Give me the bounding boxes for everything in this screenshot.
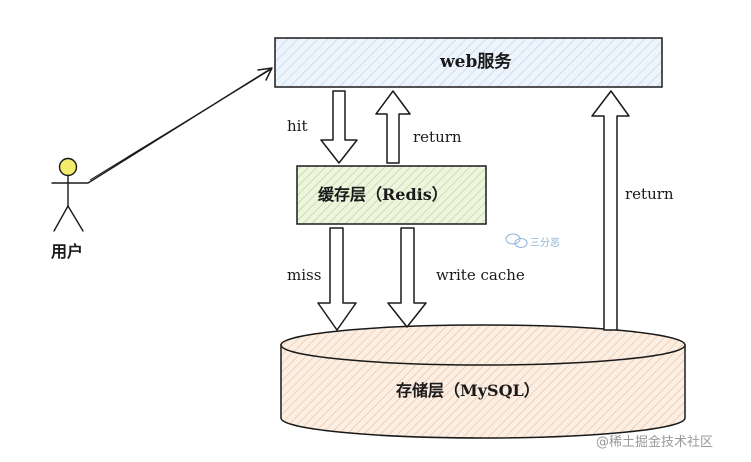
write-cache-arrow	[387, 227, 427, 328]
storage-layer-label: 存储层（MySQL）	[396, 381, 540, 400]
web-service-box	[274, 37, 663, 88]
user-label: 用户	[51, 242, 84, 261]
storage-cylinder	[280, 324, 686, 439]
user-request-arrow	[87, 67, 273, 184]
cache-layer-label: 缓存层（Redis）	[318, 185, 448, 204]
return-from-storage-label: return	[625, 185, 674, 203]
inline-watermark: 三分恶	[530, 238, 560, 249]
corner-watermark: @稀土掘金技术社区	[596, 435, 714, 450]
web-service-label: web服务	[440, 52, 512, 72]
user-figure-icon	[51, 157, 89, 232]
hit-label: hit	[287, 117, 308, 135]
cache-layer-box	[296, 165, 487, 225]
watermark-logo-icon	[505, 233, 528, 248]
miss-label: miss	[287, 266, 322, 284]
write-cache-label: write cache	[436, 266, 525, 284]
return-from-cache-arrow	[375, 90, 411, 164]
return-from-storage-arrow	[591, 90, 630, 331]
return-from-cache-label: return	[413, 128, 462, 146]
miss-arrow	[317, 227, 357, 331]
hit-arrow	[320, 90, 358, 164]
